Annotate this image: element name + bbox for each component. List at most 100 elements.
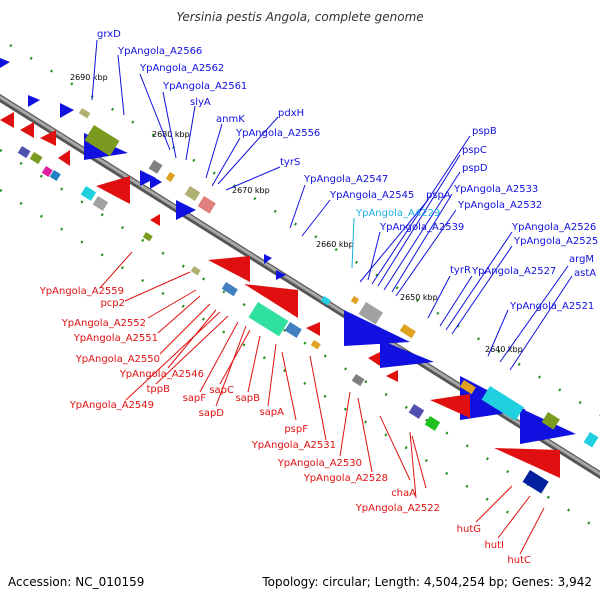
gene-label: YpAngola_A2550: [75, 354, 160, 365]
gene-arrow: [344, 310, 410, 346]
gene-label: YpAngola_A2566: [117, 46, 202, 57]
gene-arrow: [40, 130, 56, 146]
gene-arrow: [140, 170, 156, 186]
gene-block: [541, 412, 560, 430]
gene-arrow: [20, 122, 34, 138]
gene-label: anmK: [216, 114, 245, 125]
gene-arrow: [60, 103, 74, 118]
gene-block: [350, 296, 360, 305]
gene-block: [84, 125, 120, 157]
scale-label-2670: 2670 kbp: [232, 186, 270, 195]
gene-label: sapD: [199, 408, 225, 419]
gene-arrow: [306, 322, 320, 336]
gene-block: [197, 196, 216, 214]
gene-label: sapB: [235, 393, 260, 404]
gene-label: tppB: [147, 384, 171, 395]
gene-arrow: [264, 254, 272, 264]
gene-label: YpAngola_A4229: [355, 208, 440, 219]
gene-arrow: [150, 214, 160, 226]
gene-arrow: [0, 58, 10, 68]
gene-arrow: [276, 270, 286, 280]
gene-label: sapC: [209, 385, 234, 396]
top-leader-lines: [91, 39, 573, 371]
gene-block: [49, 169, 61, 182]
gene-label: YpAngola_A2556: [235, 128, 320, 139]
gene-label: hutC: [507, 555, 531, 566]
gene-label: hutG: [457, 524, 481, 535]
gene-block: [17, 146, 31, 159]
gene-arrow: [0, 112, 14, 128]
gene-arrow: [176, 200, 196, 220]
gene-label: tyrR: [450, 265, 471, 276]
scale-label-2690: 2690 kbp: [70, 73, 108, 82]
gene-label: YpAngola_A2559: [39, 286, 124, 297]
gene-label: slyA: [190, 97, 211, 108]
scale-label-2680: 2680 kbp: [152, 130, 190, 139]
gene-label: YpAngola_A2551: [73, 333, 158, 344]
gene-block: [358, 302, 383, 325]
gene-block: [78, 108, 91, 119]
gene-label: YpAngola_A2531: [251, 440, 336, 451]
genome-map-canvas: 2690 kbp 2680 kbp 2670 kbp 2660 kbp 2650…: [0, 29, 600, 566]
gene-block: [92, 196, 109, 211]
gene-label: pspC: [462, 145, 487, 156]
gene-arrow: [58, 150, 70, 166]
gene-block: [190, 266, 201, 276]
gene-label: argM: [569, 254, 594, 265]
scale-labels: 2690 kbp 2680 kbp 2670 kbp 2660 kbp 2650…: [70, 73, 523, 354]
gene-block: [424, 415, 441, 431]
gene-label: pspF: [284, 424, 308, 435]
highlight-leader-line: [351, 217, 355, 269]
gene-block: [184, 186, 201, 201]
scale-label-2660: 2660 kbp: [316, 240, 354, 249]
gene-label: sapA: [259, 407, 284, 418]
gene-label: YpAngola_A2527: [471, 266, 556, 277]
gene-label: YpAngola_A2547: [303, 174, 388, 185]
gene-label: YpAngola_A2561: [162, 81, 247, 92]
gene-block: [583, 432, 599, 448]
gene-block: [41, 166, 53, 178]
gene-block: [351, 374, 365, 387]
gene-label: chaA: [391, 488, 416, 499]
gene-block: [481, 386, 524, 421]
gene-block: [284, 322, 302, 338]
gene-arrow: [494, 448, 560, 478]
gene-block: [148, 160, 163, 174]
gene-label: YpAngola_A2522: [355, 503, 440, 514]
gene-block: [522, 470, 549, 494]
gene-block: [142, 232, 153, 242]
gene-arrow: [96, 176, 130, 204]
gene-label: YpAngola_A2546: [119, 369, 204, 380]
gene-label: YpAngola_A2532: [457, 200, 542, 211]
gene-arrow: [368, 352, 380, 366]
gene-block: [165, 171, 176, 182]
gene-arrow: [386, 370, 398, 382]
gene-block: [80, 186, 97, 201]
gene-label: YpAngola_A2533: [453, 184, 538, 195]
gene-arrow: [208, 256, 250, 282]
gene-arrow: [430, 394, 470, 418]
gene-label: YpAngola_A2539: [379, 222, 464, 233]
top-gene-labels: grxD YpAngola_A2566 YpAngola_A2562 YpAng…: [97, 29, 598, 312]
topology-label: Topology: circular; Length: 4,504,254 bp…: [262, 575, 592, 589]
gene-label: sapF: [183, 393, 207, 404]
gene-label: pspD: [462, 163, 488, 174]
forward-genes: [0, 58, 576, 444]
gene-block: [408, 404, 425, 419]
gene-label: YpAngola_A2545: [329, 190, 414, 201]
scale-label-2640: 2640 kbp: [485, 345, 523, 354]
gene-label: YpAngola_A2525: [513, 236, 598, 247]
gene-block: [248, 302, 289, 337]
gene-block: [320, 296, 331, 306]
gene-arrow: [244, 284, 298, 318]
gene-label: astA: [574, 268, 596, 279]
gene-label: YpAngola_A2528: [303, 473, 388, 484]
reverse-genes: [0, 112, 560, 478]
accession-label: Accession: NC_010159: [8, 575, 145, 589]
gene-label: YpAngola_A2530: [277, 458, 362, 469]
gene-block: [459, 379, 476, 395]
gene-label: hutI: [484, 540, 504, 551]
gene-arrow: [380, 340, 434, 368]
gene-label: pcp2: [100, 298, 125, 309]
